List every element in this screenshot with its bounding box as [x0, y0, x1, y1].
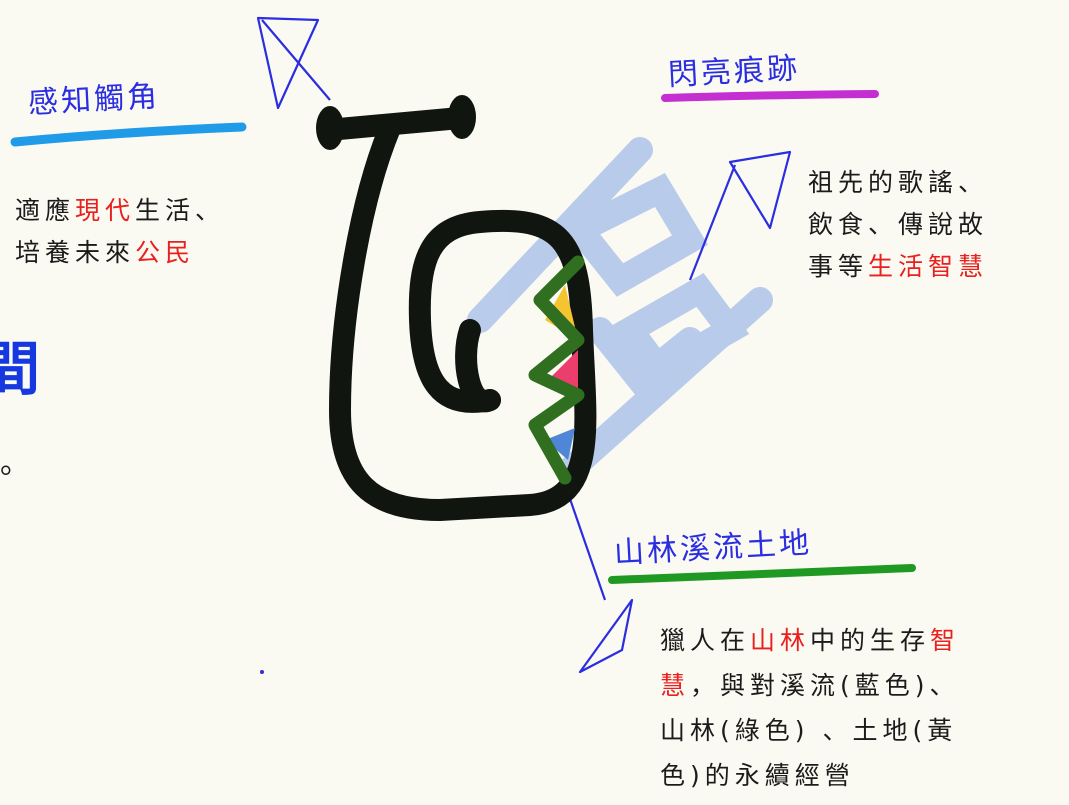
highlight-underline — [661, 90, 879, 102]
perception-underline — [10, 122, 247, 147]
bottom-description-line-2: 慧，與對溪流(藍色)、 — [660, 671, 960, 700]
main-symbol — [317, 107, 597, 521]
right-description-line-1: 祖先的歌謠、 — [808, 168, 989, 197]
symbol-end-right — [448, 95, 476, 139]
bottom-description-line-1: 獵人在山林中的生存智 — [660, 626, 961, 655]
bottom-description-line-3: 山林(綠色) 、土地(黃 — [660, 716, 958, 745]
bottom-description: 獵人在山林中的生存智 慧，與對溪流(藍色)、 山林(綠色) 、土地(黃 色)的永… — [660, 618, 960, 798]
left-description: 適應現代生活、 培養未來公民 — [15, 190, 225, 274]
left-description-line-1: 適應現代生活、 — [15, 196, 226, 225]
blue-fill — [545, 428, 575, 460]
right-description-line-2: 飲食、傳說故 — [808, 210, 989, 239]
right-description-line-3: 事等生活智慧 — [808, 252, 989, 281]
ghost-ladder-symbol — [467, 137, 773, 483]
green-zigzag — [528, 255, 585, 485]
symbol-end-left — [316, 106, 344, 150]
bottom-description-line-4: 色)的永續經營 — [660, 761, 855, 790]
text-fragment: 。 — [0, 446, 30, 481]
right-description: 祖先的歌謠、 飲食、傳說故 事等生活智慧 — [808, 162, 988, 288]
highlight-label: 閃亮痕跡 — [667, 51, 801, 93]
forest-underline — [608, 564, 916, 584]
stray-dot — [260, 670, 264, 674]
title-fragment: 間 — [0, 335, 41, 403]
left-description-line-2: 培養未來公民 — [15, 238, 196, 267]
perception-label: 感知觸角 — [27, 79, 161, 121]
